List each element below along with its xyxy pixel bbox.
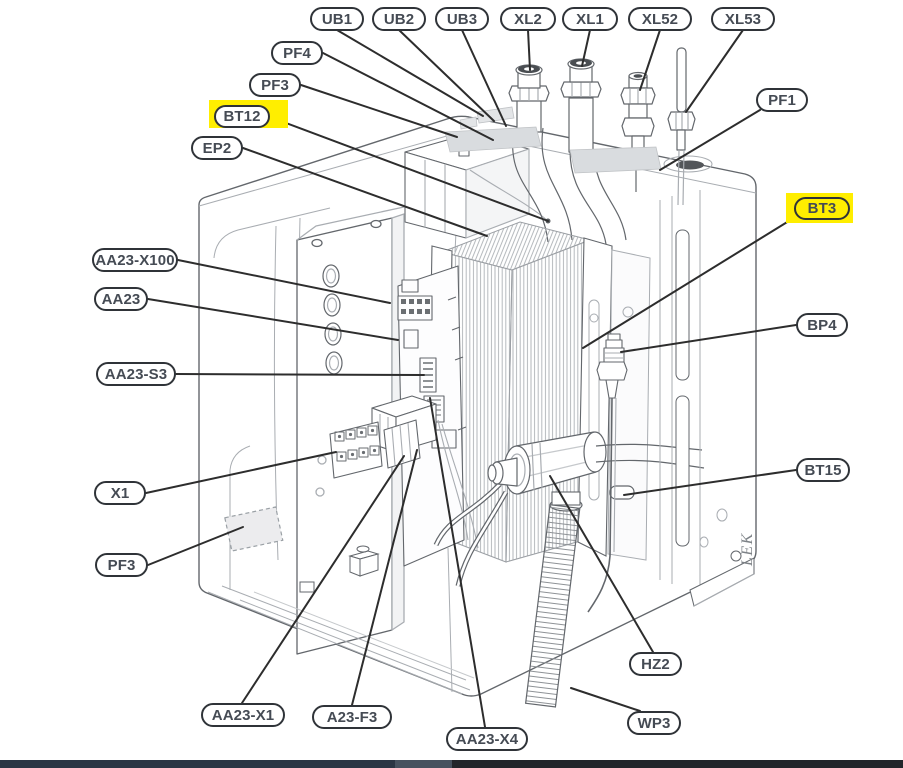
bottom-bar-left [0,760,395,768]
leader-pf3-lower [147,526,244,566]
bp4-sensor [587,333,628,613]
callout-hz2: HZ2 [629,652,682,676]
leader-pf1 [659,109,761,171]
callout-aa23: AA23 [94,287,148,311]
callout-bp4: BP4 [796,313,848,337]
leader-lines [145,29,798,728]
callout-bt15: BT15 [796,458,850,482]
filter-cylinder [433,431,705,587]
bottom-bar [0,760,903,768]
leader-a23-f3 [351,449,418,706]
leader-bt15 [623,469,797,496]
callout-xl1: XL1 [562,7,618,31]
leader-aa23-x1 [241,455,405,704]
leader-bp4 [620,324,797,353]
callout-xl2: XL2 [500,7,556,31]
leader-xl1 [581,29,591,67]
transformer-and-terminals [329,395,437,479]
callout-bt3: BT3 [794,197,850,220]
leader-ub2 [398,29,495,122]
leader-aa23-s3 [175,373,425,376]
leader-aa23-x4 [429,397,486,728]
leader-aa23 [147,298,399,341]
callout-a23-f3: A23-F3 [312,705,392,729]
leader-bt12 [269,116,549,222]
leader-ub1 [336,29,484,117]
callout-xl52: XL52 [628,7,692,31]
callout-ub2: UB2 [372,7,426,31]
leader-ep2 [242,147,488,237]
callout-pf4: PF4 [271,41,323,65]
corrugated-hose [524,491,583,708]
callout-pf1: PF1 [756,88,808,112]
leader-xl52 [639,29,661,91]
callout-ep2: EP2 [191,136,243,160]
base-frame [207,545,475,695]
leader-ub3 [461,29,507,127]
leader-wp3 [570,687,641,712]
leader-x1 [145,451,337,494]
callout-ub1: UB1 [310,7,364,31]
lek-watermark: LEK [739,532,756,567]
leader-xl2 [527,29,531,71]
callout-pf3-lower: PF3 [95,553,148,577]
callout-aa23-s3: AA23-S3 [96,362,176,386]
leader-bt3 [582,215,798,349]
leader-xl53 [685,29,744,113]
callout-x1: X1 [94,481,146,505]
pf3-dashed-area [224,506,284,552]
leader-aa23-x100 [177,259,391,304]
callout-wp3: WP3 [627,711,681,735]
callout-aa23-x100: AA23-X100 [92,248,178,272]
leader-hz2 [549,475,654,653]
callout-aa23-x1: AA23-X1 [201,703,285,727]
callout-bt12: BT12 [214,105,270,128]
leader-pf4 [322,52,494,141]
leader-pf3-top [300,84,458,138]
callout-ub3: UB3 [435,7,489,31]
callout-aa23-x4: AA23-X4 [446,727,528,751]
callout-pf3-top: PF3 [249,73,301,97]
bottom-bar-mid [395,760,452,768]
bottom-bar-right [452,760,903,768]
callout-xl53: XL53 [711,7,775,31]
pipes-top [508,47,696,245]
